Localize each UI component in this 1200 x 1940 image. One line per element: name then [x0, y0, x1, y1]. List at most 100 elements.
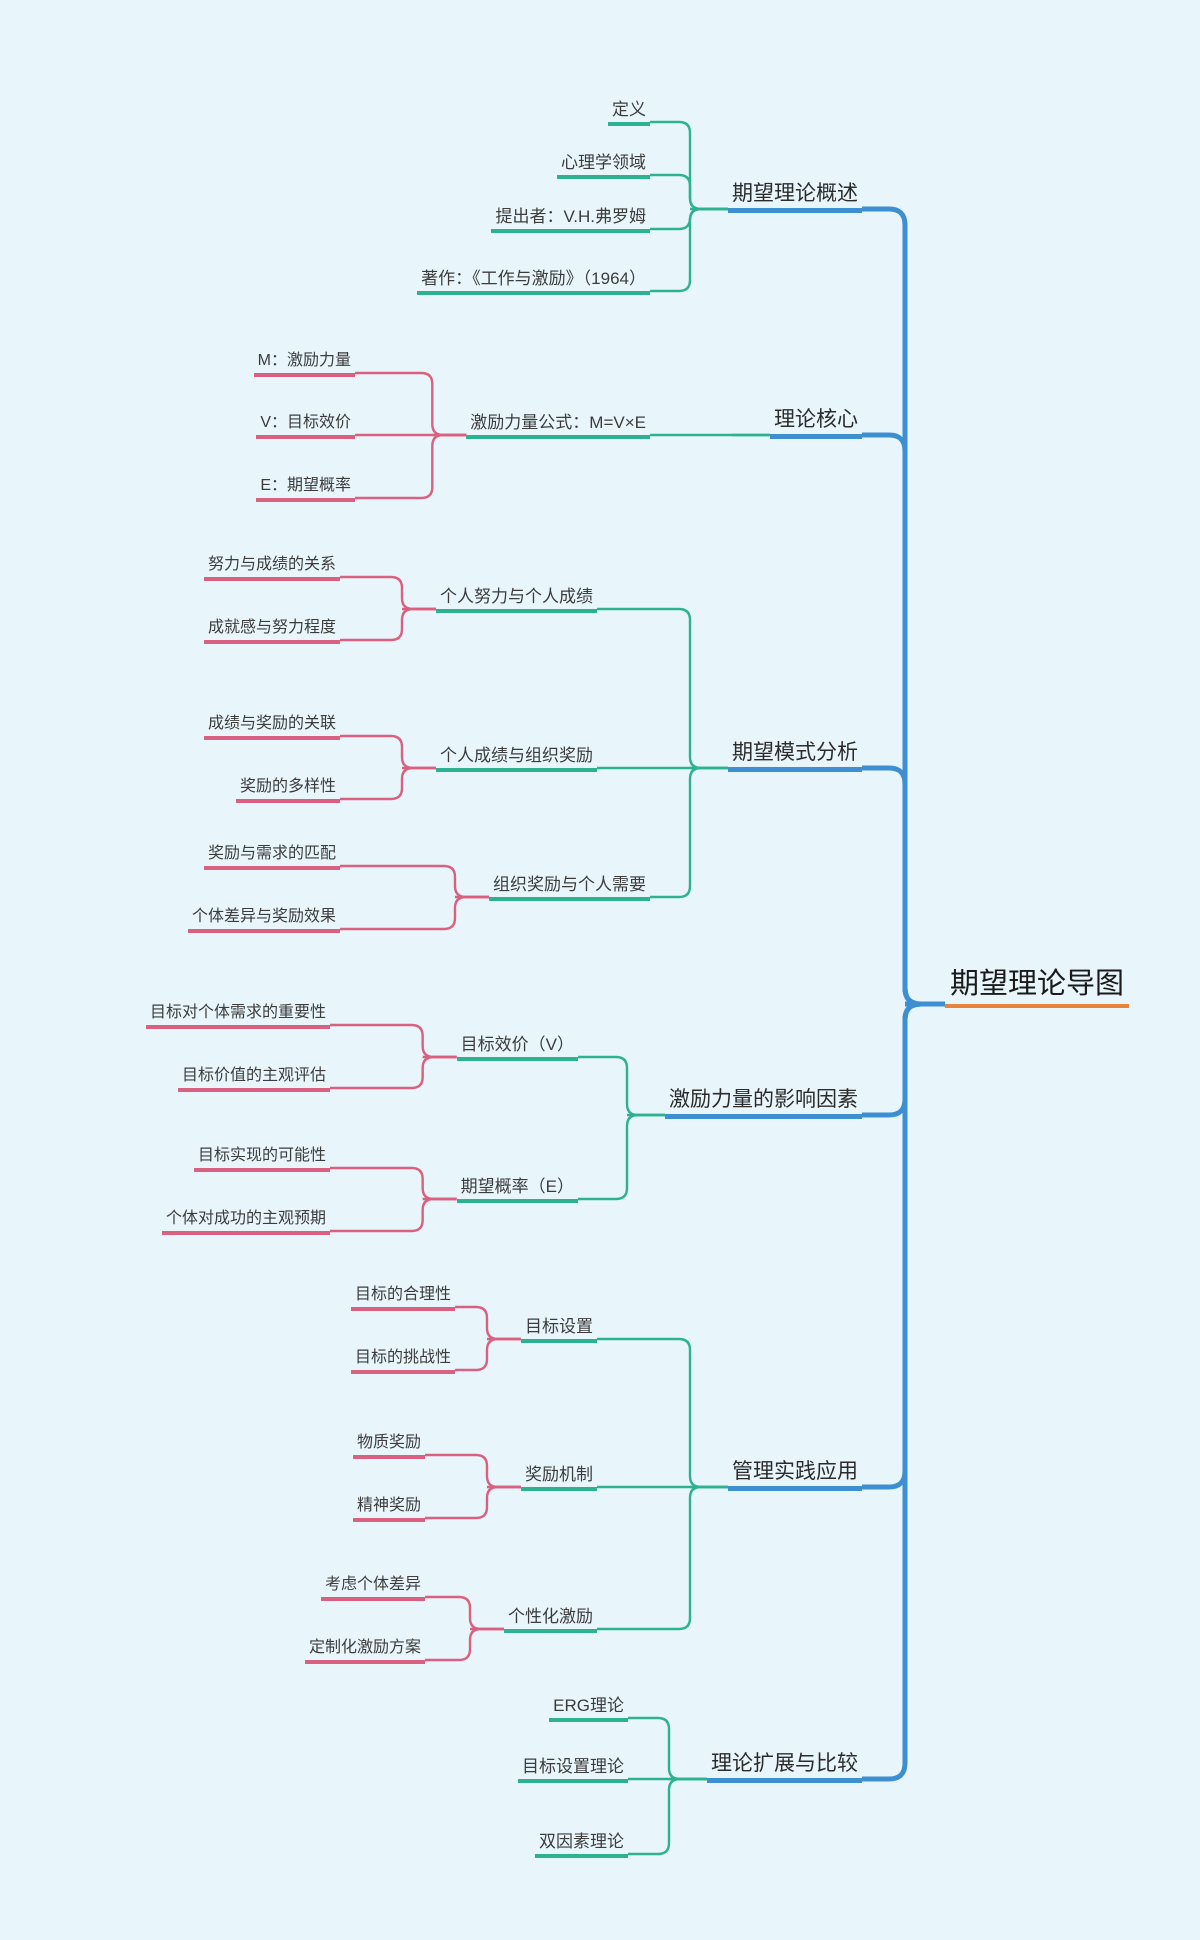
subbranch-2-1[interactable]: 激励力量公式：M=V×E [466, 414, 650, 439]
leaf-3-2-1[interactable]: 成绩与奖励的关联 [203, 715, 340, 740]
node-label: 管理实践应用 [732, 1459, 858, 1483]
subbranch-5-1[interactable]: 目标设置 [521, 1318, 597, 1343]
leaf-2-1-1[interactable]: M：激励力量 [253, 352, 355, 377]
node-label: ERG理论 [553, 1696, 624, 1716]
node-label: 目标的挑战性 [354, 1349, 451, 1367]
node-label: 定义 [612, 100, 646, 120]
leaf-5-3-1[interactable]: 考虑个体差异 [320, 1576, 425, 1601]
connector [628, 1716, 707, 1781]
connector [340, 766, 436, 801]
node-label: M：激励力量 [257, 352, 351, 370]
node-label: 激励力量的影响因素 [669, 1087, 858, 1111]
subbranch-1-4[interactable]: 著作：《工作与激励》（1964） [417, 270, 650, 295]
connector [578, 1055, 665, 1117]
subbranch-4-2[interactable]: 期望概率（E） [456, 1178, 578, 1203]
subbranch-1-2[interactable]: 心理学领域 [557, 154, 650, 179]
connector [425, 1453, 521, 1489]
connector [330, 1023, 457, 1059]
connector [862, 765, 945, 1007]
subbranch-3-3[interactable]: 组织奖励与个人需要 [489, 876, 650, 901]
connector [650, 120, 728, 211]
node-label: 双因素理论 [539, 1832, 624, 1852]
branch-3[interactable]: 期望模式分析 [728, 740, 862, 772]
leaf-3-2-2[interactable]: 奖励的多样性 [235, 778, 340, 803]
node-label: 个体对成功的主观预期 [165, 1210, 326, 1228]
node-label: 物质奖励 [356, 1434, 421, 1452]
subbranch-1-1[interactable]: 定义 [608, 101, 650, 126]
node-label: 成就感与努力程度 [207, 619, 336, 637]
leaf-4-2-2[interactable]: 个体对成功的主观预期 [161, 1210, 330, 1235]
subbranch-6-1[interactable]: ERG理论 [549, 1697, 628, 1722]
connector [330, 1166, 457, 1201]
node-label: 理论扩展与比较 [711, 1751, 858, 1775]
node-label: 奖励与需求的匹配 [207, 845, 336, 863]
connector [455, 1337, 521, 1372]
node-label: 目标设置 [525, 1317, 593, 1337]
branch-2[interactable]: 理论核心 [770, 407, 862, 439]
node-label: 个体差异与奖励效果 [191, 908, 336, 926]
leaf-3-1-2[interactable]: 成就感与努力程度 [203, 619, 340, 644]
node-label: 考虑个体差异 [324, 1576, 421, 1594]
connector [650, 207, 728, 293]
leaf-3-3-1[interactable]: 奖励与需求的匹配 [203, 845, 340, 870]
subbranch-5-2[interactable]: 奖励机制 [521, 1466, 597, 1491]
leaf-2-1-2[interactable]: V：目标效价 [256, 414, 355, 439]
node-label: 目标设置理论 [522, 1757, 624, 1777]
leaf-2-1-3[interactable]: E：期望概率 [256, 477, 355, 502]
connector [650, 207, 728, 231]
leaf-3-3-2[interactable]: 个体差异与奖励效果 [187, 908, 340, 933]
leaf-5-2-1[interactable]: 物质奖励 [352, 1434, 425, 1459]
connector [425, 1485, 521, 1520]
leaf-4-1-1[interactable]: 目标对个体需求的重要性 [145, 1004, 330, 1029]
node-label: 奖励的多样性 [239, 778, 336, 796]
connector [330, 1197, 457, 1233]
node-label: 理论核心 [774, 407, 858, 431]
connector [862, 432, 945, 1007]
node-label: 激励力量公式：M=V×E [470, 413, 646, 433]
node-label: 心理学领域 [561, 153, 646, 173]
connector [862, 1001, 945, 1782]
subbranch-3-1[interactable]: 个人努力与个人成绩 [436, 588, 597, 613]
connector [425, 1627, 504, 1662]
node-label: 定制化激励方案 [308, 1639, 421, 1657]
subbranch-1-3[interactable]: 提出者：V.H.弗罗姆 [491, 208, 650, 233]
branch-1[interactable]: 期望理论概述 [728, 181, 862, 213]
connector [355, 433, 467, 500]
connector [355, 371, 467, 437]
root-node[interactable]: 期望理论导图 [945, 968, 1130, 1008]
subbranch-5-3[interactable]: 个性化激励 [504, 1608, 597, 1633]
connector [597, 1485, 728, 1631]
node-label: 目标价值的主观评估 [181, 1067, 326, 1085]
node-label: 目标对个体需求的重要性 [149, 1004, 326, 1022]
node-label: 个性化激励 [508, 1607, 593, 1627]
leaf-5-1-1[interactable]: 目标的合理性 [350, 1286, 455, 1311]
leaf-5-1-2[interactable]: 目标的挑战性 [350, 1349, 455, 1374]
leaf-5-3-2[interactable]: 定制化激励方案 [304, 1639, 425, 1664]
connector [650, 173, 728, 211]
connector [578, 1113, 665, 1201]
connector [340, 575, 436, 611]
subbranch-6-2[interactable]: 目标设置理论 [518, 1758, 628, 1783]
node-label: 努力与成绩的关系 [207, 556, 336, 574]
branch-4[interactable]: 激励力量的影响因素 [665, 1087, 862, 1119]
branch-5[interactable]: 管理实践应用 [728, 1459, 862, 1491]
leaf-3-1-1[interactable]: 努力与成绩的关系 [203, 556, 340, 581]
subbranch-6-3[interactable]: 双因素理论 [535, 1833, 628, 1858]
node-label: 期望模式分析 [732, 740, 858, 764]
branch-6[interactable]: 理论扩展与比较 [707, 1751, 862, 1783]
connector [455, 1305, 521, 1341]
node-label: 奖励机制 [525, 1465, 593, 1485]
subbranch-3-2[interactable]: 个人成绩与组织奖励 [436, 747, 597, 772]
leaf-5-2-2[interactable]: 精神奖励 [352, 1497, 425, 1522]
leaf-4-2-1[interactable]: 目标实现的可能性 [193, 1147, 330, 1172]
node-label: E：期望概率 [260, 477, 351, 495]
connector [650, 766, 728, 899]
node-label: V：目标效价 [260, 414, 351, 432]
leaf-4-1-2[interactable]: 目标价值的主观评估 [177, 1067, 330, 1092]
node-label: 期望理论概述 [732, 181, 858, 205]
connector [597, 1337, 728, 1489]
subbranch-4-1[interactable]: 目标效价（V） [456, 1035, 578, 1061]
connector [597, 607, 728, 770]
node-label: 目标效价（V） [460, 1035, 574, 1055]
